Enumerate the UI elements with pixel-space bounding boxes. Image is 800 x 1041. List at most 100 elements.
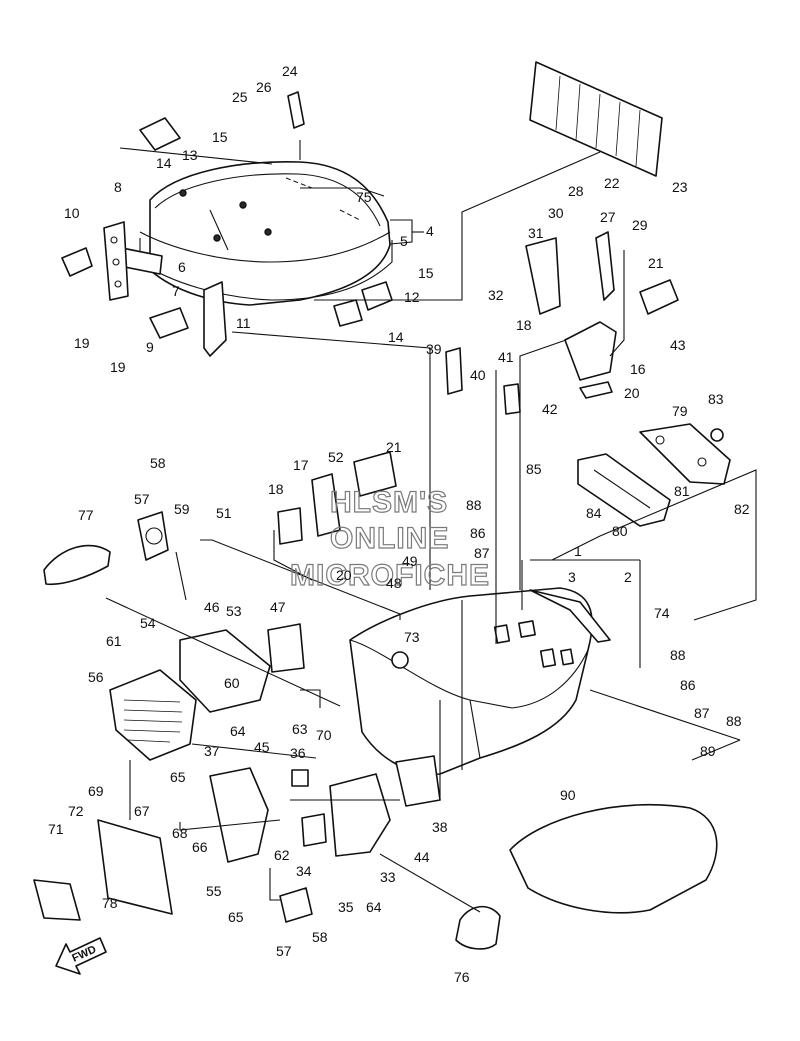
lid-assembly (139, 160, 393, 306)
callout-c33: 33 (380, 869, 396, 885)
callout-c9: 9 (146, 339, 154, 355)
grommet-73 (391, 651, 409, 669)
callout-c2: 2 (624, 569, 632, 585)
callout-c45: 45 (254, 739, 270, 755)
callout-c25: 25 (232, 89, 248, 105)
callout-c86b: 86 (680, 677, 696, 693)
callout-c18a: 18 (516, 317, 532, 333)
callout-c59: 59 (174, 501, 190, 517)
hinge-bracket-left (103, 221, 129, 301)
lid-latch-bracket (139, 117, 181, 151)
callout-c44: 44 (414, 849, 430, 865)
callout-c6: 6 (178, 259, 186, 275)
plate-21 (353, 451, 397, 497)
callout-c31: 31 (528, 225, 544, 241)
callout-c54: 54 (140, 615, 156, 631)
callout-c65b: 65 (228, 909, 244, 925)
callout-c11: 11 (236, 315, 251, 331)
callout-c18b: 18 (268, 481, 284, 497)
callout-c64a: 64 (230, 723, 246, 739)
hinge-arm (203, 281, 227, 357)
callout-c55: 55 (206, 883, 222, 899)
speaker-unit (137, 511, 187, 601)
watermark-line-1: HLSM'S (330, 486, 448, 519)
callout-c53: 53 (226, 603, 242, 619)
callout-c26: 26 (256, 79, 272, 95)
fwd-arrow-icon: FWD (55, 937, 107, 975)
callout-c46: 46 (204, 599, 220, 615)
callout-c14b: 14 (388, 329, 404, 345)
callout-c88c: 88 (726, 713, 742, 729)
pad-76 (455, 905, 501, 950)
lock-bracket (564, 321, 617, 399)
callout-c65a: 65 (170, 769, 186, 785)
callout-c35: 35 (338, 899, 354, 915)
callout-c10: 10 (64, 205, 80, 221)
callout-c58b: 58 (312, 929, 328, 945)
washer-83 (710, 428, 724, 442)
callout-c23: 23 (672, 179, 688, 195)
callout-c61: 61 (106, 633, 122, 649)
callout-c90: 90 (560, 787, 576, 803)
callout-c37: 37 (204, 743, 220, 759)
callout-c38: 38 (432, 819, 448, 835)
callout-c34: 34 (296, 863, 312, 879)
hinge-cover (61, 247, 93, 277)
callout-c70: 70 (316, 727, 332, 743)
callout-c84: 84 (586, 505, 602, 521)
bracket-38 (395, 755, 441, 807)
callout-c83: 83 (708, 391, 724, 407)
callout-c77: 77 (78, 507, 94, 523)
case-body (349, 587, 611, 775)
callout-c67: 67 (134, 803, 150, 819)
box-36 (291, 769, 309, 787)
housing-46 (179, 629, 271, 713)
callout-c7: 7 (172, 283, 180, 299)
bracket-40 (445, 347, 463, 395)
cover-33 (329, 773, 391, 857)
callout-c88a: 88 (466, 497, 482, 513)
callout-c40: 40 (470, 367, 486, 383)
watermark: HLSM'S ONLINE MICROFICHE (289, 485, 489, 592)
callout-c86a: 86 (470, 525, 486, 541)
callout-c12: 12 (404, 289, 420, 305)
callout-c19a: 19 (74, 335, 90, 351)
callout-c71: 71 (48, 821, 64, 837)
callout-c74: 74 (654, 605, 670, 621)
callout-c51: 51 (216, 505, 232, 521)
case-mat (509, 803, 718, 914)
reflector (529, 61, 663, 177)
callout-c57a: 57 (134, 491, 150, 507)
callout-c13: 13 (182, 147, 198, 163)
callout-c27: 27 (600, 209, 616, 225)
callout-c21a: 21 (648, 255, 664, 271)
callout-c60: 60 (224, 675, 240, 691)
callout-c63: 63 (292, 721, 308, 737)
callout-c69: 69 (88, 783, 104, 799)
callout-c4: 4 (426, 223, 434, 239)
callout-c52: 52 (328, 449, 344, 465)
callout-c14a: 14 (156, 155, 172, 171)
callout-c49: 49 (402, 553, 418, 569)
switch-34 (301, 813, 327, 847)
callout-c88b: 88 (670, 647, 686, 663)
lock-arm-27 (595, 231, 615, 301)
callout-c64b: 64 (366, 899, 382, 915)
callout-c8: 8 (114, 179, 122, 195)
callout-c21b: 21 (386, 439, 402, 455)
lid-plate-14 (333, 299, 363, 327)
leader-lines (105, 140, 757, 913)
callout-c36: 36 (290, 745, 306, 761)
speaker-57b (279, 887, 313, 923)
callout-c87b: 87 (694, 705, 710, 721)
callout-c66: 66 (192, 839, 208, 855)
callout-c73: 73 (404, 629, 420, 645)
callout-c15a: 15 (212, 129, 228, 145)
bracket-17 (311, 473, 341, 537)
watermark-line-2: ONLINE (330, 522, 449, 555)
pad-77 (43, 544, 111, 586)
callout-c20b: 20 (336, 567, 352, 583)
callout-c20a: 20 (624, 385, 640, 401)
hinge-arm-cover (149, 307, 189, 339)
